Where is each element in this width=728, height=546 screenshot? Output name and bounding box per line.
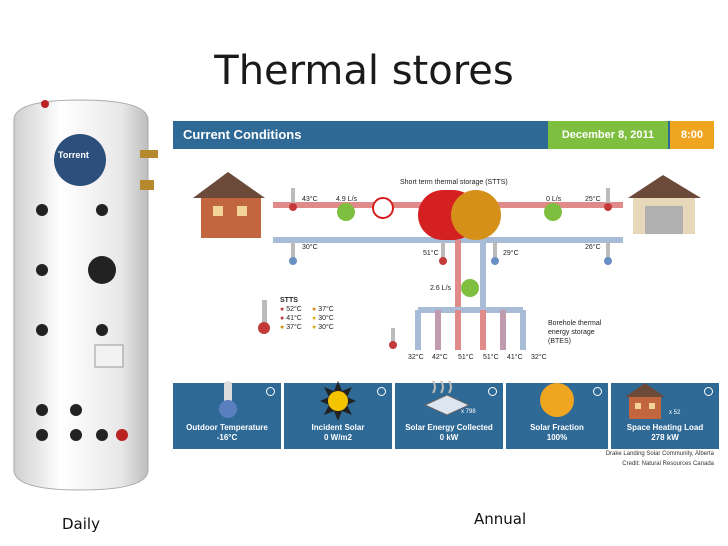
borehole-flow-rate: 2.6 L/s <box>430 285 452 292</box>
garage-return-temp: 26°C <box>585 244 601 251</box>
pump-icon <box>461 279 479 297</box>
zoom-icon[interactable] <box>377 387 386 396</box>
panel-value: 100% <box>546 433 568 442</box>
zoom-icon[interactable] <box>704 387 713 396</box>
panel-value: 0 kW <box>439 433 459 442</box>
stts-legend-value: ● 52°C <box>280 306 302 313</box>
dashboard-title: Current Conditions <box>183 127 302 142</box>
sun-disc-icon <box>540 383 574 417</box>
caption-daily: Daily <box>62 515 100 533</box>
garage-icon <box>628 175 701 234</box>
stts-tanks-icon <box>418 190 501 240</box>
zoom-icon[interactable] <box>593 387 602 396</box>
thermal-store-cylinder-image <box>13 99 158 491</box>
thermometer-icon <box>289 188 297 211</box>
panel-badge: x 52 <box>669 410 681 416</box>
panel-outdoor-temperature: Outdoor Temperature -16°C <box>173 381 281 449</box>
panel-name: Outdoor Temperature <box>186 423 268 432</box>
zoom-icon[interactable] <box>488 387 497 396</box>
thermometer-icon <box>439 242 447 265</box>
dashboard-time: 8:00 <box>670 121 714 149</box>
thermometer-icon <box>604 242 612 265</box>
house-icon <box>625 383 665 419</box>
valve-icon <box>372 197 394 219</box>
bore-temp: 42°C <box>432 354 448 361</box>
house-supply-temp: 43°C <box>302 196 318 203</box>
garage-flow-rate: 0 L/s <box>546 196 562 203</box>
stts-legend-value: ● 37°C <box>280 324 302 331</box>
stts-right-temp: 29°C <box>503 250 519 257</box>
btes-label-line-1: Borehole thermal <box>548 320 602 327</box>
thermometer-icon <box>604 188 612 211</box>
stts-legend-title: STTS <box>280 297 298 304</box>
pump-icon <box>544 203 562 221</box>
panel-name: Solar Fraction <box>530 423 584 432</box>
thermometer-icon <box>258 300 270 334</box>
stts-left-temp: 51°C <box>423 250 439 257</box>
stts-legend-value: ● 37°C <box>312 306 334 313</box>
thermometer-icon <box>219 381 237 418</box>
slide-title: Thermal stores <box>214 48 514 94</box>
caption-annual: Annual <box>474 510 527 528</box>
panel-name: Solar Energy Collected <box>405 423 493 432</box>
tank-brand-label: Torrent <box>58 150 89 160</box>
thermometer-icon <box>289 242 297 265</box>
stts-label: Short term thermal storage (STTS) <box>400 179 508 186</box>
panel-name: Incident Solar <box>311 423 365 432</box>
bore-temp: 51°C <box>483 354 499 361</box>
dashboard-date: December 8, 2011 <box>548 121 668 149</box>
house-flow-rate: 4.9 L/s <box>336 196 358 203</box>
panel-solar-energy-collected: x 798 Solar Energy Collected 0 kW <box>395 380 503 449</box>
panel-value: 278 kW <box>651 433 679 442</box>
btes-label-line-2: energy storage <box>548 329 595 336</box>
solar-collector-icon <box>423 380 471 416</box>
credit-line-1: Drake Landing Solar Community, Alberta <box>605 451 714 457</box>
house-return-temp: 30°C <box>302 244 318 251</box>
pump-icon <box>337 203 355 221</box>
panel-badge: x 798 <box>461 409 476 415</box>
system-schematic <box>193 172 701 350</box>
stts-legend-value: ● 30°C <box>312 315 334 322</box>
house-icon <box>193 172 265 238</box>
btes-label-line-3: (BTES) <box>548 338 571 345</box>
panel-value: 0 W/m2 <box>323 433 352 442</box>
panel-value: -16°C <box>216 433 238 442</box>
panel-space-heating-load: x 52 Space Heating Load 278 kW <box>611 383 719 449</box>
panel-incident-solar: Incident Solar 0 W/m2 <box>284 381 392 449</box>
thermometer-icon <box>491 242 499 265</box>
panel-name: Space Heating Load <box>626 423 704 432</box>
credit-line-2: Credit: Natural Resources Canada <box>622 461 714 467</box>
zoom-icon[interactable] <box>266 387 275 396</box>
thermometer-icon <box>389 328 397 349</box>
sun-icon <box>320 381 356 421</box>
panel-solar-fraction: Solar Fraction 100% <box>506 383 608 449</box>
bore-temp: 32°C <box>408 354 424 361</box>
stts-legend-value: ● 41°C <box>280 315 302 322</box>
bore-temp: 32°C <box>531 354 547 361</box>
garage-supply-temp: 25°C <box>585 196 601 203</box>
bore-temp: 41°C <box>507 354 523 361</box>
bore-temp: 51°C <box>458 354 474 361</box>
stts-legend-value: ● 30°C <box>312 324 334 331</box>
